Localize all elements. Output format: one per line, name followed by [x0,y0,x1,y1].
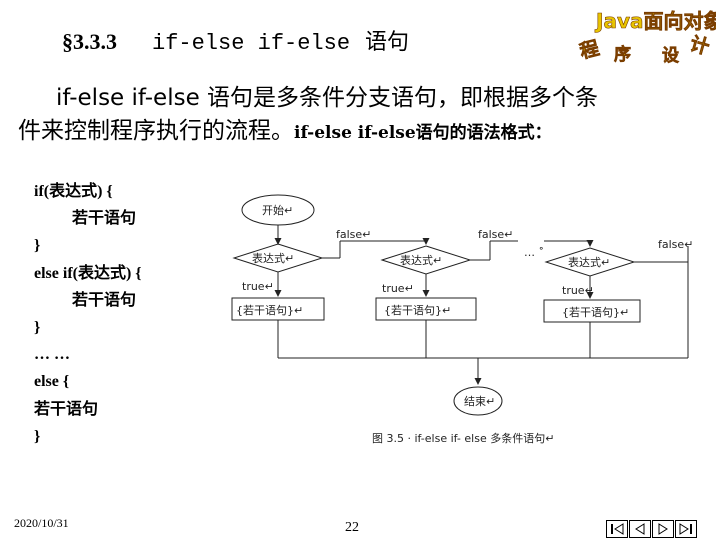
code-line: 若干语句 [34,400,99,418]
code-line: 若干语句 [72,210,137,228]
flowchart: 开始↵ 表达式↵ 表达式↵ 表达式↵ {若干语句}↵ {若干语句}↵ {若干语句… [231,194,693,416]
title-zh: 语句 [365,30,410,55]
last-page-icon [679,523,692,535]
code-line: else if(表达式) { [34,264,142,282]
previous-page-button[interactable] [629,520,651,538]
code-line: } [34,237,41,255]
svg-text:{若干语句}↵: {若干语句}↵ [384,304,451,317]
svg-text:true↵: true↵ [382,282,414,295]
first-page-icon [611,523,624,535]
title-code: if-else if-else [152,31,351,56]
svg-text:false↵: false↵ [658,238,693,251]
svg-text:… ˚: … ˚ [524,246,544,259]
svg-text:false↵: false↵ [336,228,371,241]
intro-paragraph: if-else if-else 语句是多条件分支语句，即根据多个条 件来控制程序… [18,82,708,150]
figure-caption: 图 3.5 · if-else if- else 多条件语句↵ [372,432,555,445]
next-page-icon [658,523,668,535]
svg-text:结束↵: 结束↵ [464,395,495,408]
syntax-code-block: if(表达式) { 若干语句 } else if(表达式) { 若干语句 } …… [34,178,142,450]
svg-text:序: 序 [614,44,631,64]
svg-text:{若干语句}↵: {若干语句}↵ [562,306,629,319]
svg-text:false↵: false↵ [478,228,513,241]
svg-text:{若干语句}↵: {若干语句}↵ [236,304,303,317]
svg-text:表达式↵: 表达式↵ [568,255,610,269]
java-course-logo: Java面向对象 程 序 设 计 [578,9,716,64]
svg-text:开始↵: 开始↵ [262,203,293,217]
code-line: } [34,319,41,337]
last-page-button[interactable] [675,520,697,538]
footer-date: 2020/10/31 [14,516,69,530]
svg-text:表达式↵: 表达式↵ [252,251,294,265]
code-line: } [34,427,41,445]
code-line: 若干语句 [72,291,137,309]
svg-text:Java面向对象: Java面向对象 [594,9,716,33]
svg-text:程: 程 [578,37,601,63]
intro-line-1: if-else if-else 语句是多条件分支语句，即根据多个条 [56,85,599,111]
first-page-button[interactable] [606,520,628,538]
next-page-button[interactable] [652,520,674,538]
intro-line-2-text: 件来控制程序执行的流程。 [18,118,294,144]
code-line: else { [34,373,70,391]
previous-page-icon [635,523,645,535]
page-number: 22 [345,520,359,535]
intro-line-2: 件来控制程序执行的流程。if-else if-else语句的语法格式： [18,115,708,150]
section-number: §3.3.3 [62,29,117,54]
svg-text:true↵: true↵ [242,280,274,293]
code-line: if(表达式) { [34,183,113,200]
svg-text:表达式↵: 表达式↵ [400,253,442,267]
intro-syntax-heading: if-else if-else语句的语法格式： [294,123,552,143]
statement-node [543,299,641,323]
slide-navigation [606,520,698,540]
slide-title: §3.3.3 if-else if-else 语句 [62,24,409,56]
code-line: … … [34,346,70,364]
end-node [453,386,503,416]
svg-text:计: 计 [687,33,711,59]
svg-text:true↵: true↵ [562,284,594,297]
svg-text:设: 设 [662,46,679,64]
